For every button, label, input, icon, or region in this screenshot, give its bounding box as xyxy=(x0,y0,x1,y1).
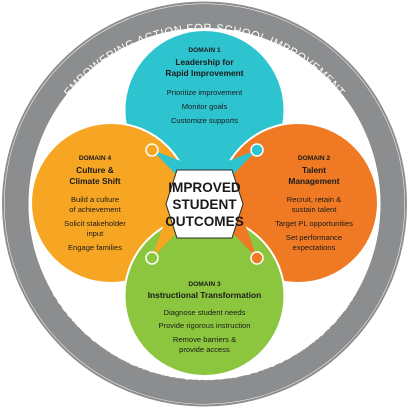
domain-1-item: Customize supports xyxy=(171,116,238,125)
domain-1-text: DOMAIN 1 Leadership for Rapid Improvemen… xyxy=(165,47,243,125)
domain-1-label: DOMAIN 1 xyxy=(188,47,221,54)
domain-3-item: provide access xyxy=(179,345,230,354)
domain-2-item: Recruit, retain & xyxy=(287,195,341,204)
domain-3-label: DOMAIN 3 xyxy=(188,281,221,288)
domain-2-title-line-1: Talent xyxy=(302,165,326,175)
domain-3-item: Diagnose student needs xyxy=(164,308,246,317)
center-panel xyxy=(165,169,244,239)
dot-bottom-left xyxy=(145,251,159,265)
domain-2-text: DOMAIN 2 Talent Management Recruit, reta… xyxy=(275,155,353,252)
domain-4-item: Build a culture xyxy=(71,195,119,204)
domain-4-title-line-2: Climate Shift xyxy=(69,176,120,186)
corner-dots xyxy=(145,143,264,265)
center-line-3: OUTCOMES xyxy=(165,214,244,229)
center-star xyxy=(152,150,257,258)
domain-2-title-line-2: Management xyxy=(288,176,339,186)
domain-4-label: DOMAIN 4 xyxy=(79,155,112,162)
domain-4-title-line-1: Culture & xyxy=(76,165,114,175)
domain-3-item: Remove barriers & xyxy=(173,335,236,344)
domain-2-item: expectations xyxy=(293,243,336,252)
domain-2-item: sustain talent xyxy=(292,205,338,214)
domain-3-item: Provide rigorous instruction xyxy=(158,321,250,330)
domain-4-item: Engage families xyxy=(68,243,122,252)
center-outcomes-text: IMPROVED STUDENT OUTCOMES xyxy=(165,180,244,229)
domain-3-title-line-1: Instructional Transformation xyxy=(148,290,262,300)
domain-4-item: input xyxy=(87,229,104,238)
domain-4-item: of achievement xyxy=(69,205,121,214)
domain-2-item: Set performance xyxy=(286,233,342,242)
domain-3-text: DOMAIN 3 Instructional Transformation Di… xyxy=(148,281,262,354)
domain-2-label: DOMAIN 2 xyxy=(298,155,331,162)
domain-petals xyxy=(30,29,379,377)
domain-4-text: DOMAIN 4 Culture & Climate Shift Build a… xyxy=(64,155,126,252)
outer-ring-band xyxy=(4,4,405,404)
center-line-2: STUDENT xyxy=(172,197,237,212)
domain-2-item: Target PL opportunities xyxy=(275,219,353,228)
dot-top-right xyxy=(250,143,264,157)
domain-1-title-line-1: Leadership for xyxy=(175,57,234,67)
domain-1-item: Prioritize improvement xyxy=(167,88,243,97)
center-line-1: IMPROVED xyxy=(168,180,241,195)
dot-top-left xyxy=(145,143,159,157)
dot-bottom-right xyxy=(250,251,264,265)
domain-1-title-line-2: Rapid Improvement xyxy=(165,68,243,78)
domain-1-item: Monitor goals xyxy=(182,102,228,111)
domain-4-item: Solicit stakeholder xyxy=(64,219,126,228)
